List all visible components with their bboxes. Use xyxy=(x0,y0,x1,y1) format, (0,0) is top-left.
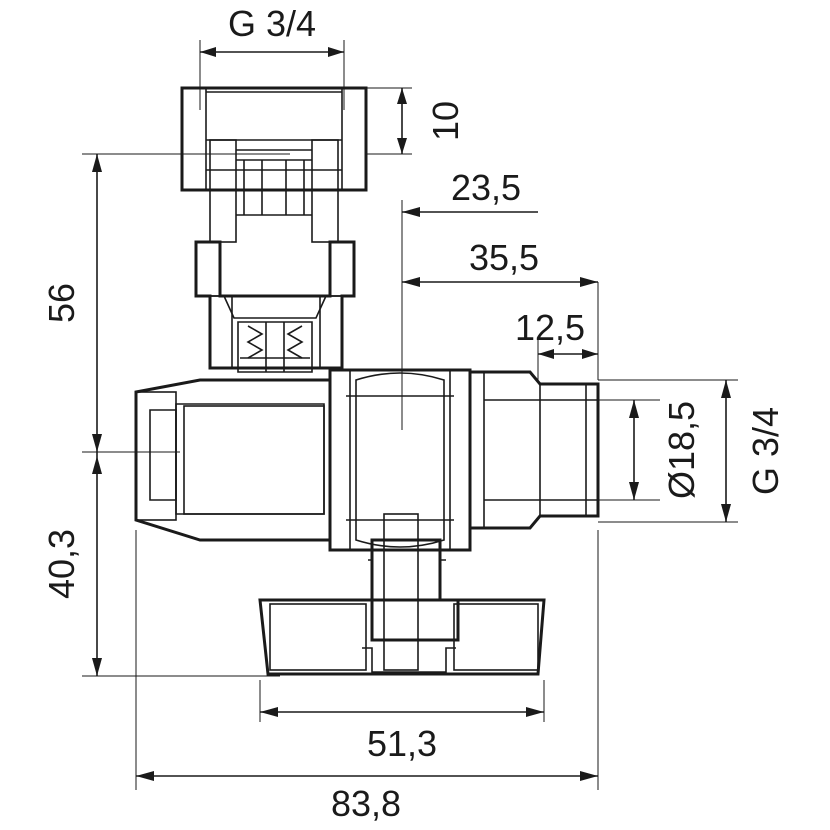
dim-offset-35-5: 35,5 xyxy=(469,237,539,278)
filter-mesh xyxy=(183,405,325,515)
dim-offset-23-5: 23,5 xyxy=(451,167,521,208)
valve-body-upper xyxy=(194,240,356,373)
dim-nut-height: 10 xyxy=(425,101,466,141)
dim-handle-width: 51,3 xyxy=(367,723,437,764)
dim-height-56: 56 xyxy=(41,283,82,323)
extension-lines xyxy=(82,40,738,790)
valve-body-main xyxy=(134,378,332,542)
tailpiece xyxy=(209,139,339,243)
dim-overall-width: 83,8 xyxy=(331,783,401,824)
dim-side-thread: G 3/4 xyxy=(745,407,786,495)
dim-offset-12-5: 12,5 xyxy=(515,307,585,348)
dimension-labels: G 3/4 10 23,5 35,5 12,5 56 40,3 Ø18,5 G … xyxy=(41,3,786,824)
handle xyxy=(258,598,546,676)
dim-diameter: Ø18,5 xyxy=(661,401,702,499)
outlet-tail xyxy=(468,370,600,530)
dimension-lines xyxy=(92,47,731,781)
dim-height-40-3: 40,3 xyxy=(41,529,82,599)
dim-top-thread: G 3/4 xyxy=(228,3,316,44)
ball-valve xyxy=(328,368,472,552)
